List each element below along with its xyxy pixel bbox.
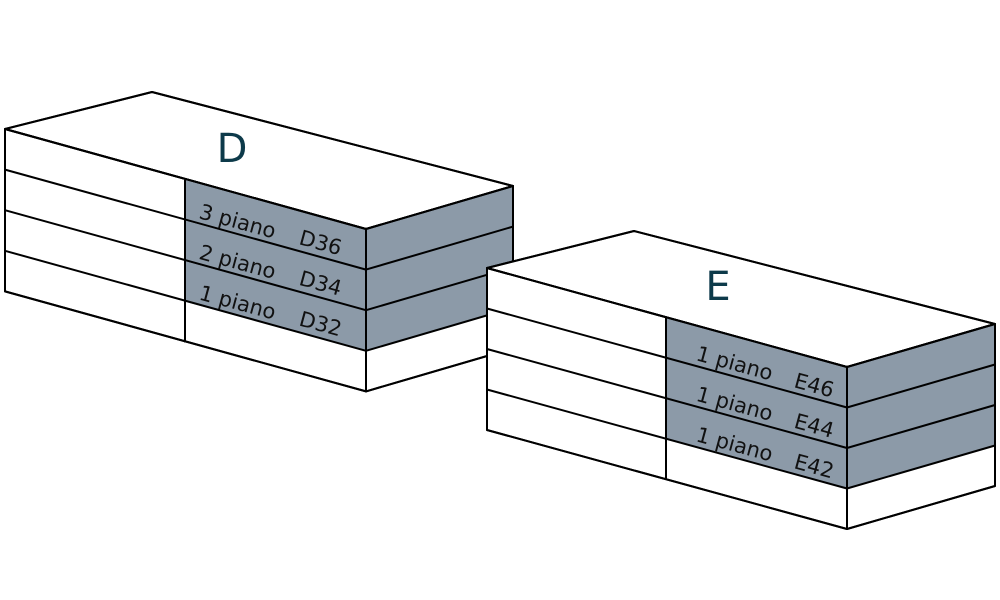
highlighted-floor-side[interactable] [366, 226, 513, 311]
highlighted-floor-side[interactable] [366, 267, 513, 351]
highlighted-floor-side[interactable] [847, 364, 995, 449]
roof-outline [486, 230, 996, 368]
roof-outline [4, 91, 514, 230]
highlighted-floor-front[interactable] [185, 220, 366, 311]
highlighted-floor-front[interactable] [185, 180, 366, 270]
highlighted-floor-front[interactable] [185, 261, 366, 351]
highlighted-floor-front[interactable] [666, 318, 847, 408]
building-label: D [217, 126, 248, 172]
highlighted-floor-front[interactable] [666, 358, 847, 449]
building-label: E [705, 264, 730, 310]
highlighted-floor-side[interactable] [847, 405, 995, 489]
highlighted-floor-side[interactable] [847, 324, 995, 408]
highlighted-floor-side[interactable] [366, 186, 513, 270]
highlighted-floor-front[interactable] [666, 399, 847, 489]
